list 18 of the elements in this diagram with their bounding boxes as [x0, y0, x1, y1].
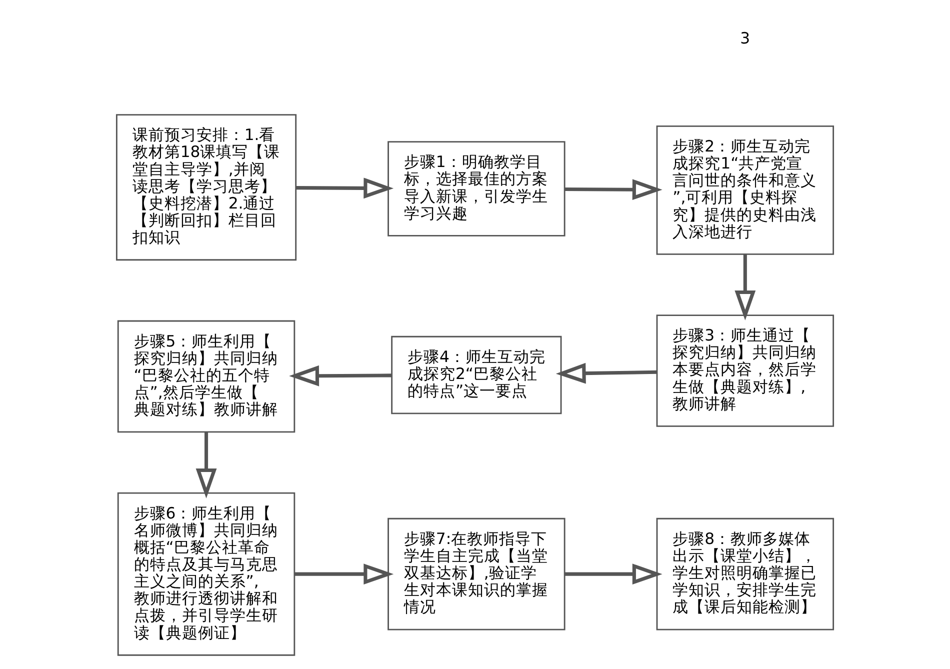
arrow: [564, 179, 662, 200]
node-box: 步骤7:在教师指导下学生自主完成【当堂双基达标】,验证学生对本课知识的掌握情况: [388, 518, 566, 630]
node-box: 步骤8：教师多媒体出示【课堂小结】，学生对照明确掌握已学知识，安排学生完成【课后知能检测】: [656, 518, 834, 630]
node-box: 步骤6：师生利用【名师微博】共同归纳概括“巴黎公社革命的特点及其与马克思主义之间的关系”,教师进行透彻讲解和点拨，并引导学生研读【典题例证】: [117, 492, 296, 656]
node-box: 步骤3：师生通过【探究归纳】共同归纳本要点内容，然后学生做【典题对练】,教师讲解: [656, 314, 834, 427]
arrow: [289, 365, 392, 386]
node-box: 步骤1：明确教学目标，选择最佳的方案导入新课，引发学生学习兴趣: [388, 141, 566, 236]
arrow: [564, 564, 662, 585]
node-box: 课前预习安排：1.看教材第18课填写【课堂自主导学】,并阅读思考【学习思考】【史料挖潜】2.通过【判断回扣】栏目回扣知识: [116, 114, 297, 261]
arrow: [734, 254, 756, 320]
arrow: [196, 432, 217, 498]
node-box: 步骤4：师生互动完成探究2“巴黎公社的特点”这一要点: [391, 336, 562, 414]
label: 3: [740, 28, 750, 48]
node-box: 步骤5：师生利用【探究归纳】共同归纳“巴黎公社的五个特点”,然后学生做【典题对练】教师讲解: [117, 320, 296, 433]
arrow: [294, 564, 394, 585]
arrow: [296, 178, 394, 199]
arrow: [556, 362, 657, 384]
node-box: 步骤2：师生互动完成探究1“共产党宣言问世的条件和意义”,可利用【史料探究】提供的史料由浅入深地进行: [656, 125, 834, 255]
